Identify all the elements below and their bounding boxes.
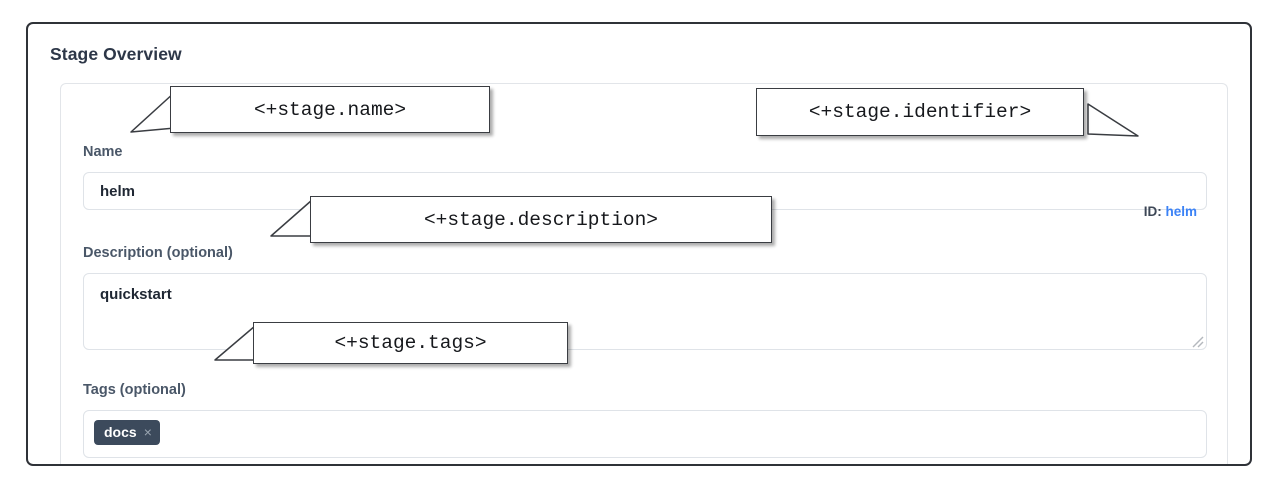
callout-stage-description: <+stage.description>	[310, 196, 772, 243]
callout-stage-name: <+stage.name>	[170, 86, 490, 133]
callout-stage-tags: <+stage.tags>	[253, 322, 568, 364]
callout-tail-identifier-icon	[1087, 103, 1139, 137]
tag-remove-icon[interactable]: ×	[143, 424, 152, 440]
stage-identifier: ID: helm	[1144, 204, 1197, 219]
stage-overview-card: Name ID: helm Description (optional) Tag…	[60, 83, 1228, 464]
id-value[interactable]: helm	[1165, 204, 1197, 219]
description-label: Description (optional)	[83, 245, 233, 261]
id-prefix-label: ID:	[1143, 204, 1162, 219]
tag-chip-docs[interactable]: docs ×	[94, 420, 160, 445]
name-label: Name	[83, 144, 123, 160]
tags-label: Tags (optional)	[83, 382, 186, 398]
page-title: Stage Overview	[50, 44, 182, 64]
tag-chip-label: docs	[104, 424, 137, 440]
tags-input[interactable]: docs ×	[83, 410, 1207, 458]
callout-stage-identifier: <+stage.identifier>	[756, 88, 1084, 136]
